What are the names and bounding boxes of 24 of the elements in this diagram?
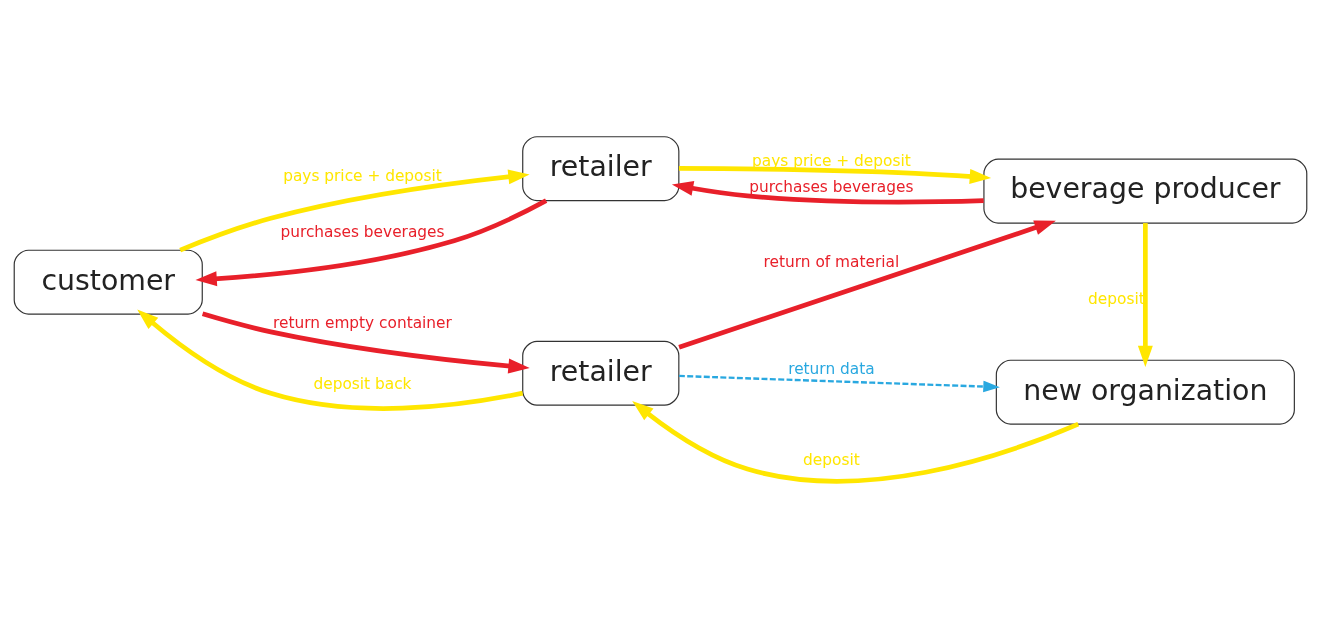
arrow bbox=[195, 198, 548, 287]
edge-label: deposit back bbox=[313, 375, 412, 394]
edge-label: deposit bbox=[1088, 290, 1145, 309]
node-box: retailer bbox=[522, 136, 680, 202]
edge-label: pays price + deposit bbox=[283, 166, 442, 185]
arrow bbox=[679, 374, 1000, 393]
arrow bbox=[137, 309, 524, 411]
edge-label: purchases beverages bbox=[749, 177, 914, 196]
arrow bbox=[201, 311, 530, 374]
edge-label: return data bbox=[788, 359, 875, 378]
edge-label: return of material bbox=[763, 253, 900, 272]
node-box: new organization bbox=[995, 359, 1295, 425]
arrow bbox=[671, 181, 984, 205]
arrow bbox=[179, 169, 530, 253]
arrow bbox=[1137, 223, 1153, 368]
node-box: retailer bbox=[522, 340, 680, 406]
edge-label: purchases beverages bbox=[280, 222, 445, 241]
edge-label: deposit bbox=[803, 450, 860, 469]
arrow bbox=[632, 401, 1080, 484]
node-box: beverage producer bbox=[983, 158, 1308, 224]
arrow bbox=[678, 166, 992, 184]
node-box: customer bbox=[13, 249, 203, 315]
edge-label: return empty container bbox=[273, 313, 452, 332]
arrow bbox=[678, 220, 1056, 350]
